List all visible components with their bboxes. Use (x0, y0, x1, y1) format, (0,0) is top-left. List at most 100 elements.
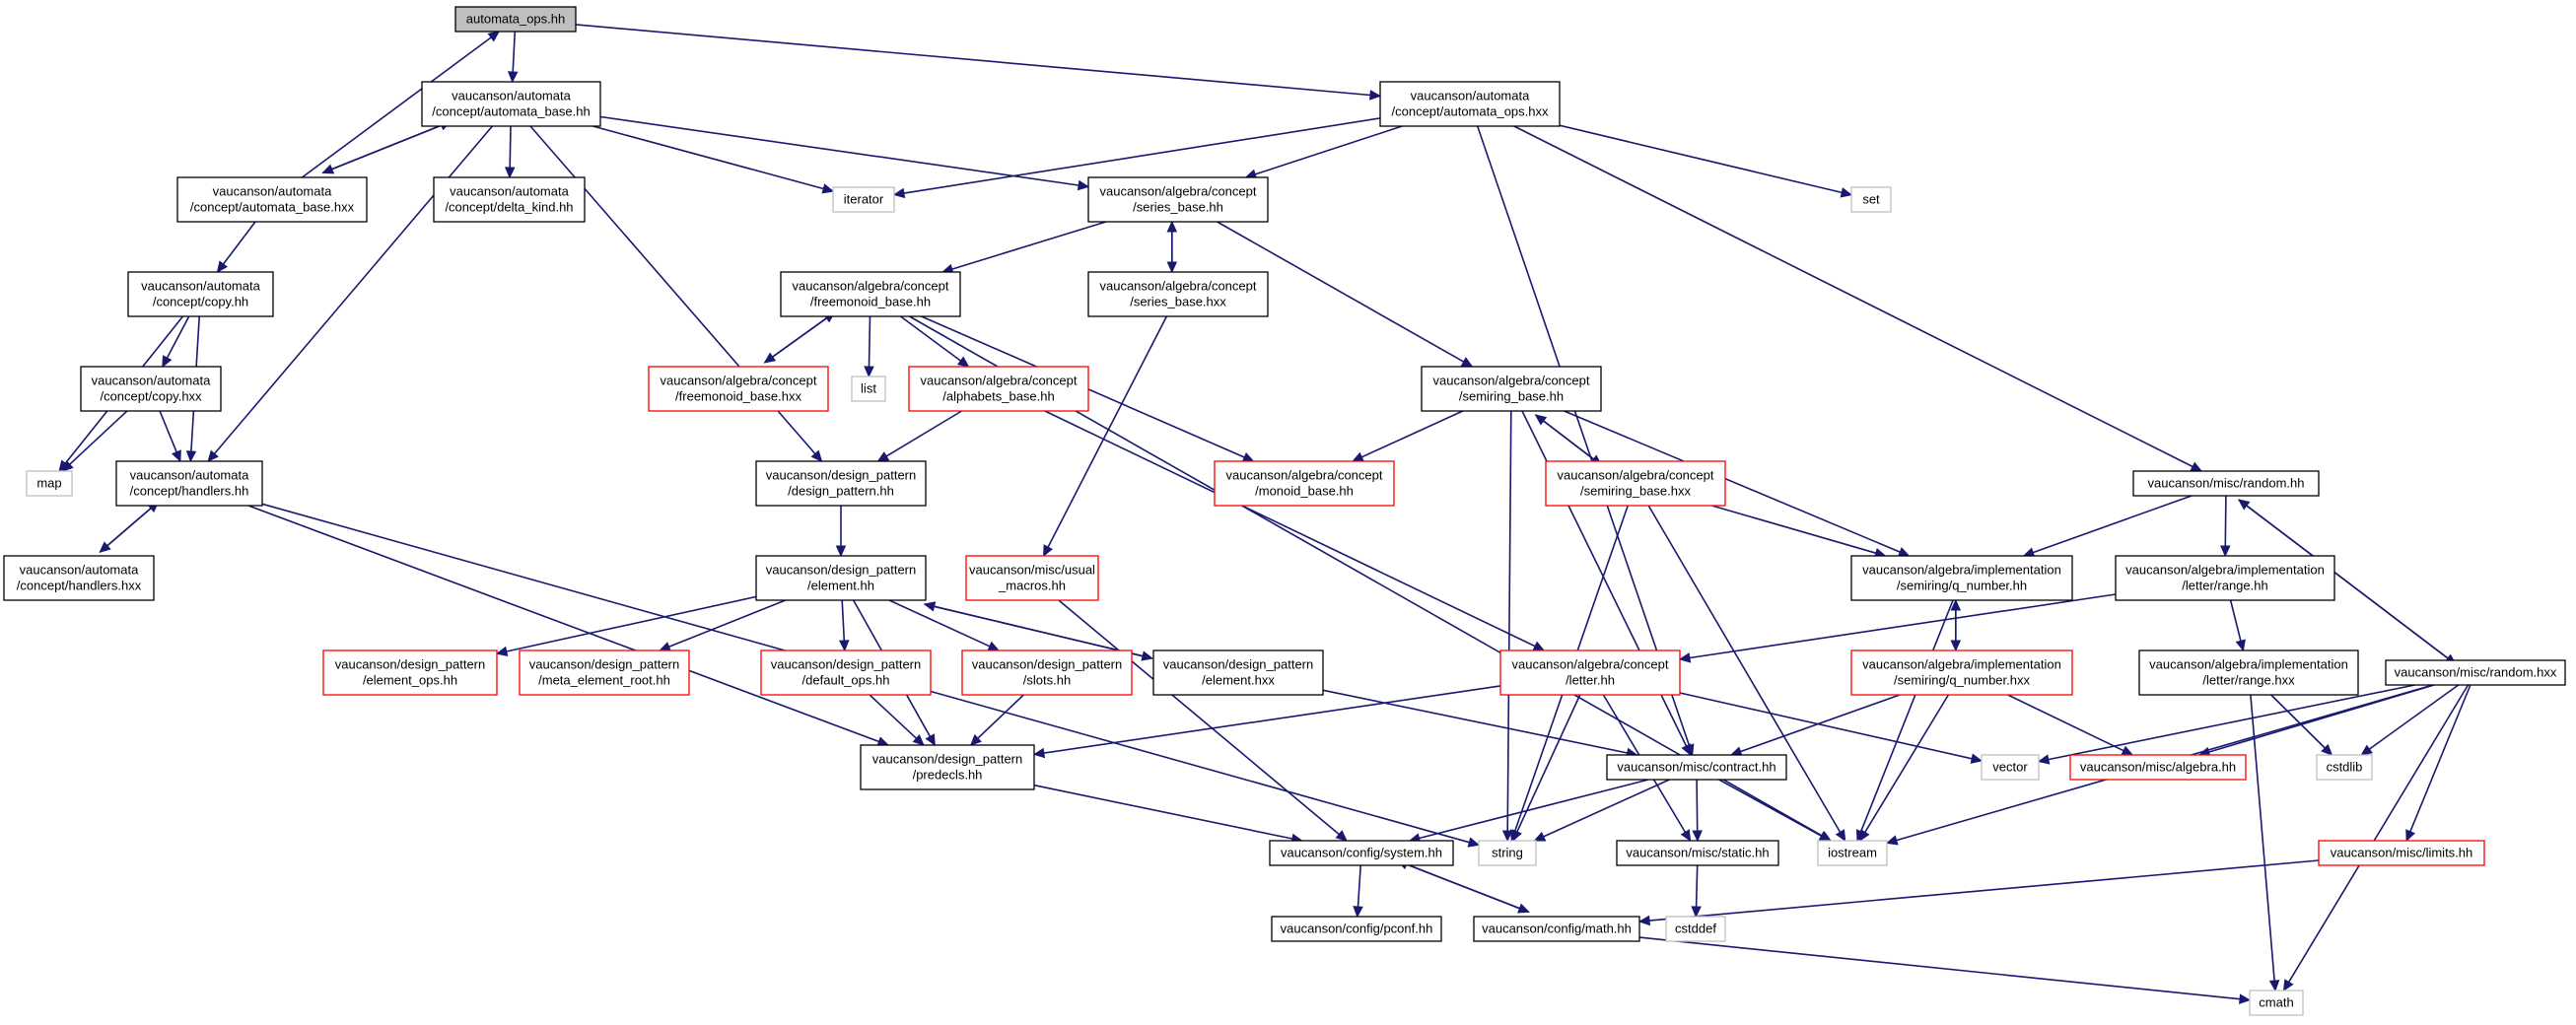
node-static-hh[interactable]: vaucanson/misc/static.hh (1616, 840, 1779, 866)
node-box (2132, 470, 2320, 497)
edge-arrowhead-icon (216, 260, 229, 273)
edge-automata_ops_hh-to-automata_ops_hxx (575, 24, 1382, 101)
edge-arrowhead-icon (1512, 829, 1522, 843)
node-math-hh[interactable]: vaucanson/config/math.hh (1473, 916, 1640, 942)
node-random-hh[interactable]: vaucanson/misc/random.hh (2132, 470, 2320, 497)
edge-line (1357, 864, 1361, 908)
node-usual-macros-hh[interactable]: vaucanson/misc/usual_macros.hh (965, 555, 1099, 601)
node-design-pattern-hh[interactable]: vaucanson/design_pattern/design_pattern.… (755, 460, 927, 507)
node-copy-hxx[interactable]: vaucanson/automata/concept/copy.hxx (80, 366, 222, 412)
node-monoid-base-hh[interactable]: vaucanson/algebra/concept/monoid_base.hh (1214, 460, 1395, 507)
node-box (1545, 460, 1726, 507)
edge-line (1360, 410, 1464, 458)
node-box (2249, 990, 2304, 1016)
node-label-line: vaucanson/design_pattern (872, 752, 1023, 767)
node-letter-hh[interactable]: vaucanson/algebra/concept/letter.hh (1499, 649, 1681, 696)
node-freemonoid-base-hh[interactable]: vaucanson/algebra/concept/freemonoid_bas… (780, 271, 961, 317)
node-automata-ops-hh[interactable]: automata_ops.hh (454, 6, 577, 33)
node-limits-hh[interactable]: vaucanson/misc/limits.hh (2318, 840, 2485, 866)
edge-line (1695, 864, 1699, 908)
edge-arrowhead-icon (1077, 179, 1090, 191)
edge-arrowhead-icon (1897, 547, 1911, 557)
node-handlers-hh[interactable]: vaucanson/automata/concept/handlers.hh (115, 460, 263, 507)
edge-random_hxx-to-cmath (2282, 684, 2470, 992)
node-label-line: vaucanson/automata (141, 279, 260, 294)
node-letter-range-hxx[interactable]: vaucanson/algebra/implementation/letter/… (2138, 649, 2359, 696)
node-automata-base-hxx[interactable]: vaucanson/automata/concept/automata_base… (176, 176, 368, 223)
node-label-line: /letter.hh (1566, 673, 1615, 688)
node-cstdlib[interactable]: cstdlib (2316, 754, 2373, 781)
node-series-base-hxx[interactable]: vaucanson/algebra/concept/series_base.hx… (1087, 271, 1269, 317)
edge-arrowhead-icon (1501, 830, 1513, 843)
node-handlers-hxx[interactable]: vaucanson/automata/concept/handlers.hxx (3, 555, 155, 601)
node-box (26, 470, 73, 497)
node-vector[interactable]: vector (1981, 754, 2040, 781)
node-box (755, 460, 927, 507)
node-series-base-hh[interactable]: vaucanson/algebra/concept/series_base.hh (1087, 176, 1269, 223)
node-predecls-hh[interactable]: vaucanson/design_pattern/predecls.hh (860, 744, 1035, 790)
node-semiring-base-hxx[interactable]: vaucanson/algebra/concept/semiring_base.… (1545, 460, 1726, 507)
edge-line (512, 31, 517, 73)
node-element-hxx[interactable]: vaucanson/design_pattern/element.hxx (1152, 649, 1324, 696)
node-letter-range-hh[interactable]: vaucanson/algebra/implementation/letter/… (2115, 555, 2335, 601)
edge-arrowhead-icon (912, 733, 925, 746)
edge-element_hh-to-meta_element_root_hh (659, 599, 787, 652)
node-delta-kind-hh[interactable]: vaucanson/automata/concept/delta_kind.hh (433, 176, 586, 223)
node-label-line: vaucanson/design_pattern (766, 563, 917, 578)
node-label-line: vaucanson/algebra/concept (1225, 468, 1382, 483)
node-random-hxx[interactable]: vaucanson/misc/random.hxx (2385, 659, 2566, 686)
edge-arrowhead-icon (2237, 499, 2251, 511)
edge-arrowhead-icon (2268, 980, 2280, 992)
node-label-line: vaucanson/algebra/concept (1511, 657, 1668, 672)
node-semiring-base-hh[interactable]: vaucanson/algebra/concept/semiring_base.… (1421, 366, 1602, 412)
node-box (1478, 840, 1537, 866)
node-automata-ops-hxx[interactable]: vaucanson/automata/concept/automata_ops.… (1379, 81, 1561, 127)
node-iterator[interactable]: iterator (832, 186, 895, 213)
edge-line (1718, 779, 1822, 837)
node-pconf-hh[interactable]: vaucanson/config/pconf.hh (1271, 916, 1442, 942)
node-meta-element-root-hh[interactable]: vaucanson/design_pattern/meta_element_ro… (519, 649, 690, 696)
node-cmath[interactable]: cmath (2249, 990, 2304, 1016)
node-box (80, 366, 222, 412)
node-copy-hh[interactable]: vaucanson/automata/concept/copy.hh (127, 271, 274, 317)
node-element-ops-hh[interactable]: vaucanson/design_pattern/element_ops.hh (322, 649, 498, 696)
node-list[interactable]: list (851, 376, 886, 402)
node-alphabets-base-hh[interactable]: vaucanson/algebra/concept/alphabets_base… (908, 366, 1089, 412)
edge-copy_hxx-to-map (61, 410, 128, 472)
edge-automata_base_hh-to-iterator (592, 125, 835, 194)
node-label-line: vaucanson/misc/random.hh (2148, 476, 2305, 491)
node-label-line: vaucanson/misc/limits.hh (2331, 846, 2473, 860)
node-automata-base-hh[interactable]: vaucanson/automata/concept/automata_base… (421, 81, 601, 127)
node-box (1850, 649, 2073, 696)
edge-line (1513, 125, 2193, 468)
edge-line (900, 315, 961, 362)
node-set[interactable]: set (1850, 186, 1892, 213)
edge-line (2224, 495, 2227, 547)
node-iostream[interactable]: iostream (1817, 840, 1888, 866)
node-label-line: /element.hh (807, 579, 874, 593)
edge-element_hh-to-element_ops_hh (495, 595, 757, 657)
edge-arrowhead-icon (61, 459, 74, 472)
edge-line (222, 221, 256, 265)
edge-line (2048, 684, 2415, 761)
edge-line (1543, 779, 1670, 838)
node-map[interactable]: map (26, 470, 73, 497)
node-q-number-hxx[interactable]: vaucanson/algebra/implementation/semirin… (1850, 649, 2073, 696)
node-contract-hh[interactable]: vaucanson/misc/contract.hh (1606, 754, 1787, 781)
node-cstddef[interactable]: cstddef (1665, 916, 1726, 942)
node-box (115, 460, 263, 507)
node-system-hh[interactable]: vaucanson/config/system.hh (1269, 840, 1454, 866)
node-slots-hh[interactable]: vaucanson/design_pattern/slots.hh (961, 649, 1133, 696)
node-algebra-hh[interactable]: vaucanson/misc/algebra.hh (2069, 754, 2247, 781)
node-box (2318, 840, 2485, 866)
node-default-ops-hh[interactable]: vaucanson/design_pattern/default_ops.hh (760, 649, 932, 696)
node-string[interactable]: string (1478, 840, 1537, 866)
edge-limits_hh-to-math_hh (1637, 859, 2320, 926)
node-q-number-hh[interactable]: vaucanson/algebra/implementation/semirin… (1850, 555, 2073, 601)
node-freemonoid-base-hxx[interactable]: vaucanson/algebra/concept/freemonoid_bas… (648, 366, 829, 412)
edge-arrowhead-icon (1166, 220, 1178, 233)
node-label-line: /concept/automata_base.hxx (190, 200, 355, 215)
node-element-hh[interactable]: vaucanson/design_pattern/element.hh (755, 555, 927, 601)
node-label-line: vaucanson/algebra/concept (920, 374, 1077, 388)
edge-q_number_hh-to-iostream (1855, 599, 1954, 843)
